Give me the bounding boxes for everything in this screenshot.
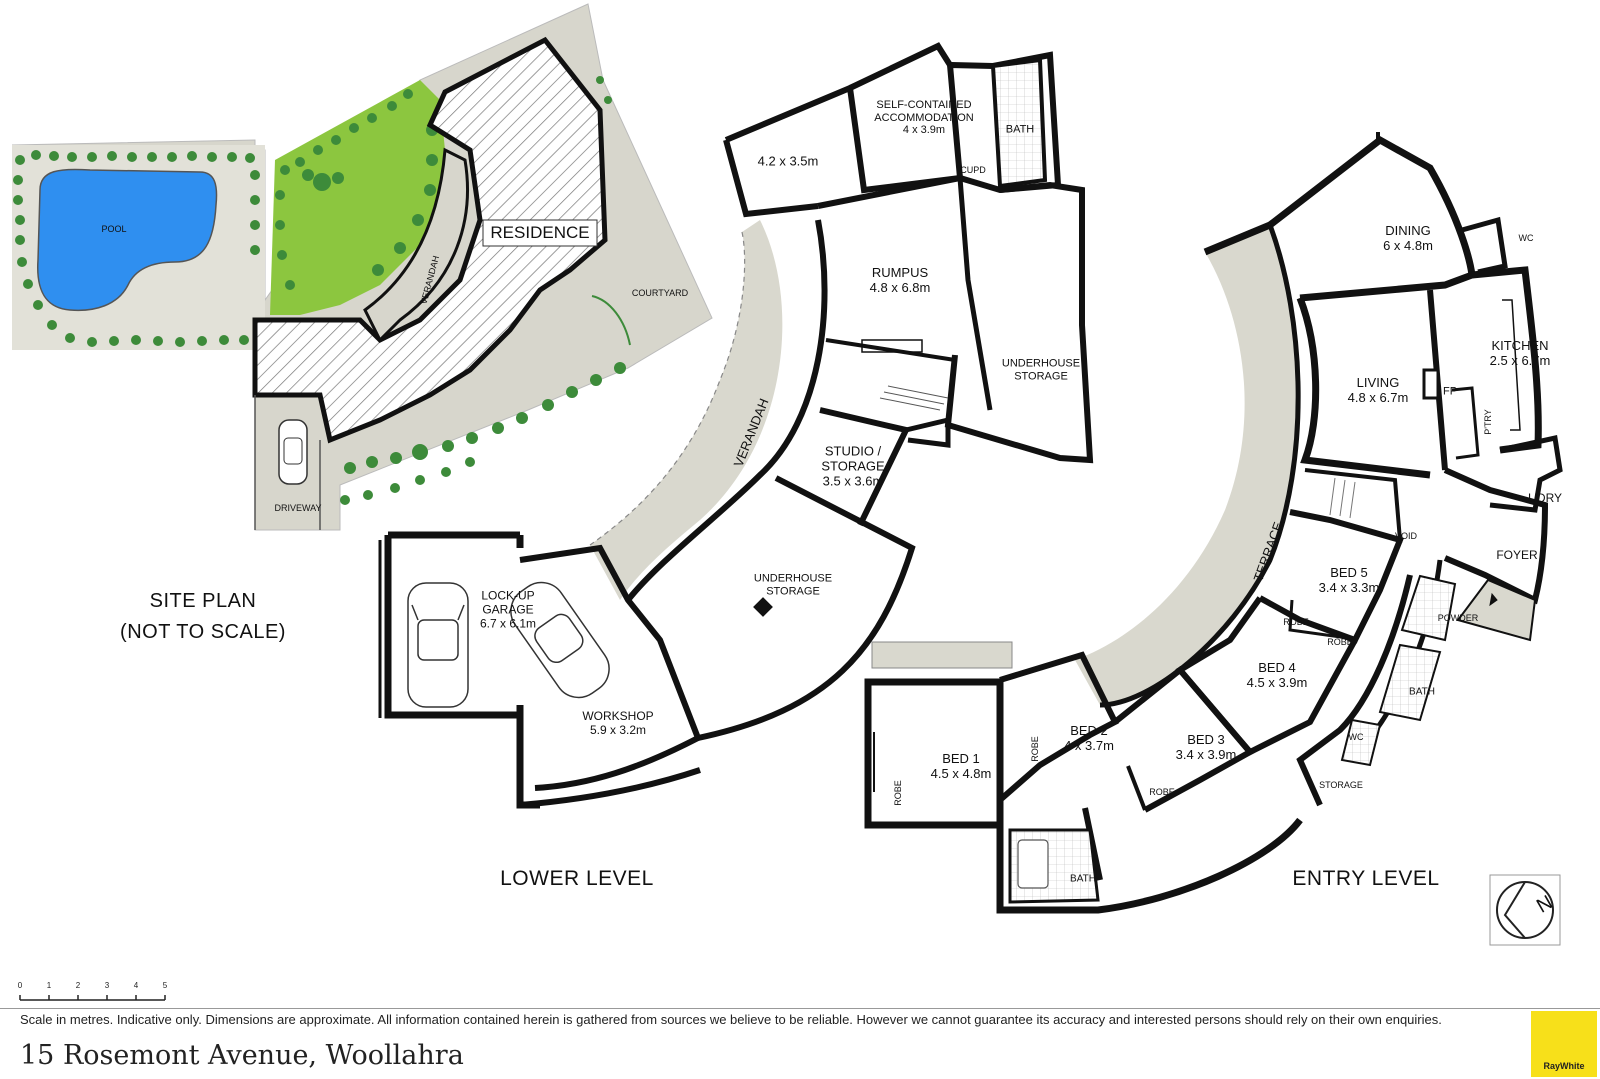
site-verandah <box>363 147 469 343</box>
room-foyer: FOYER <box>1496 548 1538 563</box>
room-underhouse-storage-1: UNDERHOUSE STORAGE <box>1001 357 1081 382</box>
brand-logo: RayWhite <box>1531 1011 1597 1077</box>
scale-tick-0: 0 <box>17 981 23 990</box>
room-entry-bath: BATH <box>1409 686 1435 698</box>
scale-tick-4: 4 <box>133 981 139 990</box>
disclaimer-text: Scale in metres. Indicative only. Dimens… <box>20 1012 1442 1027</box>
lower-level-title: LOWER LEVEL <box>500 866 654 890</box>
room-laundry: L'DRY <box>1527 491 1563 506</box>
scale-tick-1: 1 <box>46 981 52 990</box>
room-robe-bed5a: ROBE <box>1283 616 1309 627</box>
room-underhouse-storage-2: UNDERHOUSE STORAGE <box>753 572 833 597</box>
residence-label-box <box>482 219 598 247</box>
accom-bath-tiles <box>990 57 1048 189</box>
foyer-entry <box>1456 578 1537 642</box>
room-pantry: P'TRY <box>1482 409 1493 435</box>
pool <box>36 168 218 312</box>
footer-divider <box>0 1008 1600 1009</box>
room-wc-top: WC <box>1518 232 1534 243</box>
pool-label: POOL <box>101 223 127 234</box>
property-address: 15 Rosemont Avenue, Woollahra <box>20 1040 464 1071</box>
residence-footprint <box>252 36 608 444</box>
hedge-pool <box>13 150 260 347</box>
terrace-fill <box>1075 225 1299 705</box>
compass-icon <box>1489 874 1561 946</box>
scale-bar-graphic <box>19 995 166 1001</box>
scale-tick-3: 3 <box>104 981 110 990</box>
lower-level <box>378 42 1094 809</box>
room-powder: POWDER <box>1437 612 1479 623</box>
room-robe-bed1: ROBE <box>892 780 903 806</box>
floor-plan-drawing <box>11 3 1563 1001</box>
site-plan-subtitle: (NOT TO SCALE) <box>120 621 286 643</box>
site-plan-title: SITE PLAN <box>149 590 257 612</box>
powder-tiles <box>1400 574 1457 642</box>
garage-car-1 <box>407 582 469 708</box>
room-cupd: CUPD <box>960 164 986 175</box>
courtyard-label: COURTYARD <box>631 287 689 298</box>
room-void: VOID <box>1394 530 1418 541</box>
garden-shrubs <box>340 76 626 505</box>
room-robe-bed2: ROBE <box>1029 736 1040 762</box>
entry-level <box>864 132 1563 914</box>
garage-car-2 <box>510 581 610 699</box>
room-accom-bath: BATH <box>1005 123 1035 136</box>
driveway-label: DRIVEWAY <box>274 502 322 513</box>
room-entry-storage: STORAGE <box>1319 779 1363 790</box>
room-fireplace: FP <box>1442 385 1458 398</box>
entry-level-title: ENTRY LEVEL <box>1292 866 1440 890</box>
brand-name: RayWhite <box>1543 1061 1585 1071</box>
site-plan <box>11 3 713 531</box>
garage-walls <box>384 531 524 719</box>
site-car <box>278 419 308 485</box>
scale-tick-2: 2 <box>75 981 81 990</box>
room-robe-bed3: ROBE <box>1149 786 1175 797</box>
entry-bath-tiles <box>1378 643 1442 722</box>
scale-tick-5: 5 <box>162 981 168 990</box>
room-robe-bed5b: ROBE <box>1327 636 1353 647</box>
room-entry-wc: WC <box>1348 731 1364 742</box>
residence-label: RESIDENCE <box>490 223 590 243</box>
room-lower-unnamed: 4.2 x 3.5m <box>757 153 819 169</box>
bed1-deck <box>871 641 1013 669</box>
lawn-shrubs <box>275 89 438 290</box>
lawn <box>270 80 445 315</box>
scale-bar: 0 1 2 3 4 5 <box>18 981 168 1009</box>
room-lower-bath: BATH <box>1070 873 1096 885</box>
